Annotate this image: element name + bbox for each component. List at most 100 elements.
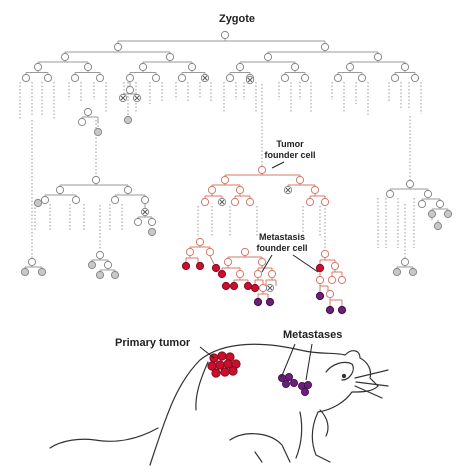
cell-node: [125, 85, 135, 95]
cell-node: [400, 62, 410, 72]
tumor-founder-label-line1: Tumor: [276, 139, 304, 149]
metastases-pointer-right: [305, 343, 313, 381]
gray-cell-node: [147, 227, 157, 237]
x-mark-icon: [219, 199, 225, 205]
tumor-cell-node: [250, 283, 260, 293]
metastases-clusters: [277, 372, 312, 396]
tumor-cell-node: [195, 261, 205, 271]
cell-node: [43, 73, 53, 83]
tumor-lineage-node: [253, 269, 263, 279]
cell-node: [133, 217, 143, 227]
tumor-lineage-node: [223, 257, 233, 267]
gray-cell-node: [37, 267, 47, 277]
cell-node: [83, 62, 93, 72]
tumor-lineage-node: [257, 165, 267, 175]
gray-cell-node: [93, 127, 103, 137]
cell-node: [70, 73, 80, 83]
metastasis-cell: [284, 372, 293, 381]
tumor-lineage-node: [315, 275, 325, 285]
tumor-branch: [209, 255, 215, 265]
metastasis-cell-node: [265, 297, 275, 307]
cell-node: [60, 52, 70, 62]
gray-cell-node: [433, 221, 443, 231]
tumor-cell-node: [243, 281, 253, 291]
tumor-lineage-node: [205, 247, 215, 257]
tumor-lineage-node: [240, 247, 250, 257]
primary-tumor-cell: [217, 351, 227, 361]
cell-node: [125, 73, 135, 83]
cell-node: [225, 73, 235, 83]
tumor-lineage-node: [245, 197, 255, 207]
tumor-cell-node: [221, 281, 231, 291]
cell-node: [290, 62, 300, 72]
tumor-lineage-node: [235, 269, 245, 279]
gray-cell-node: [427, 209, 437, 219]
tumor-lineage-node: [295, 175, 305, 185]
x-mark-icon: [202, 75, 208, 81]
cell-node: [235, 62, 245, 72]
metastasis-cell: [289, 378, 298, 387]
tumor-lineage-node: [195, 237, 205, 247]
cell-node: [165, 52, 175, 62]
cell-node: [357, 73, 367, 83]
cell-node: [220, 30, 230, 40]
cell-node: [40, 195, 50, 205]
tumor-lineage-node: [305, 197, 315, 207]
gray-cell-node: [443, 209, 453, 219]
metastasis-founder-label-line2: founder cell: [256, 243, 307, 253]
tumor-lineage-node: [235, 185, 245, 195]
primary-tumor-label: Primary tumor: [115, 337, 191, 349]
cell-node: [55, 185, 65, 195]
tumor-lineage-node: [310, 185, 320, 195]
primary-tumor-cell: [228, 366, 238, 376]
primary-tumor-pointer: [199, 346, 215, 359]
cell-node: [113, 42, 123, 52]
primary-tumor-cell: [211, 368, 221, 378]
tumor-lineage-node: [207, 185, 217, 195]
metastasis-cell: [281, 379, 290, 388]
cell-node: [123, 185, 133, 195]
cell-node: [138, 62, 148, 72]
tumor-lineage-node: [327, 275, 337, 285]
gray-cell-node: [95, 270, 105, 280]
x-mark-icon: [267, 285, 273, 291]
cell-node: [77, 117, 87, 127]
cell-node: [71, 195, 81, 205]
cell-node: [95, 250, 105, 260]
tumor-lineage-node: [200, 197, 210, 207]
tumor-lineage-node: [258, 283, 268, 293]
cell-node: [410, 73, 420, 83]
metastasis-pointer-right: [292, 254, 319, 273]
cell-node: [300, 73, 310, 83]
cell-node: [280, 73, 290, 83]
cell-node: [110, 195, 120, 205]
cell-node: [320, 42, 330, 52]
cell-node: [140, 195, 150, 205]
tumor-cell-node: [315, 263, 325, 273]
metastases-label: Metastases: [283, 329, 342, 341]
cell-node: [95, 73, 105, 83]
x-mark-icon: [247, 77, 253, 83]
cell-node: [151, 73, 161, 83]
cell-node: [27, 257, 37, 267]
tumor-lineage-node: [257, 257, 267, 267]
tumor-lineage-node: [267, 269, 277, 279]
x-mark-icon: [134, 95, 140, 101]
cell-node: [345, 62, 355, 72]
tumor-lineage-node: [330, 261, 340, 271]
cell-node: [435, 199, 445, 209]
cell-node: [333, 73, 343, 83]
cell-node: [400, 257, 410, 267]
tumor-cell-node: [217, 269, 227, 279]
tumor-lineage-node: [337, 275, 347, 285]
gray-cell-node: [110, 270, 120, 280]
cell-node: [405, 179, 415, 189]
cell-nodes: [20, 30, 453, 315]
cell-node: [187, 62, 197, 72]
tumor-founder-label-line2: founder cell: [264, 150, 315, 160]
cell-node: [83, 107, 93, 117]
x-mark-icon: [142, 209, 148, 215]
metastasis-cell: [300, 387, 309, 396]
gray-cell-node: [87, 260, 97, 270]
